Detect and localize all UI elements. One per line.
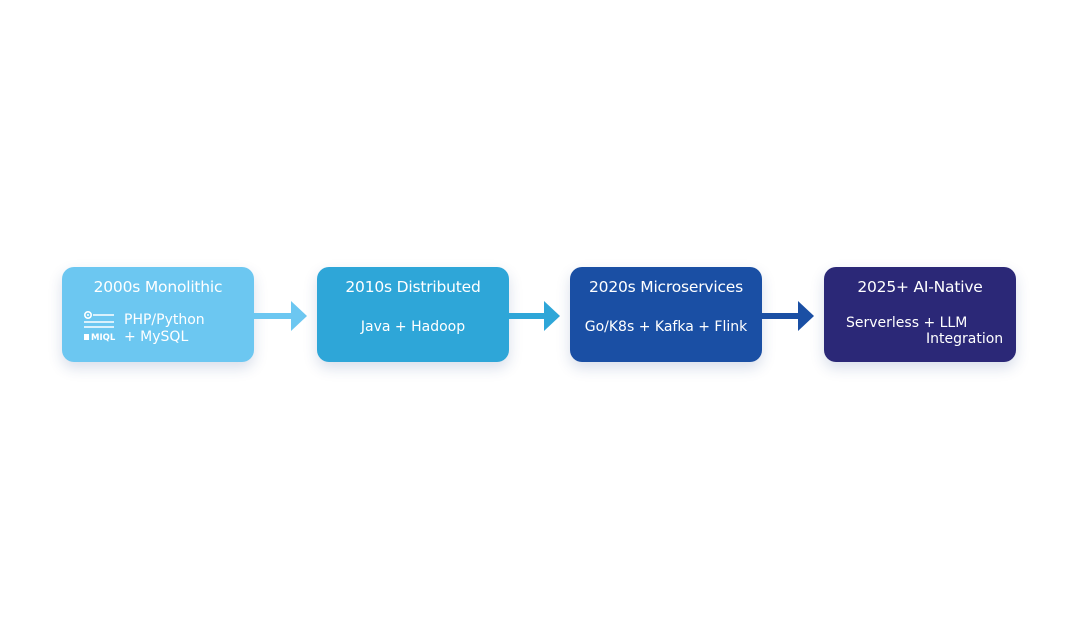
arrow-right-icon xyxy=(761,301,814,331)
arrow-right-icon xyxy=(507,301,560,331)
stage-title: 2010s Distributed xyxy=(345,278,481,296)
database-icon: MIQL xyxy=(84,311,116,343)
arrow-right-icon xyxy=(254,301,307,331)
stage-tech-line: Serverless + LLM xyxy=(846,315,968,331)
stage-tech-line: + MySQL xyxy=(124,329,189,345)
stage-2020s-microservices: 2020s Microservices Go/K8s + Kafka + Fli… xyxy=(570,267,762,362)
database-icon-label: MIQL xyxy=(91,333,116,343)
stage-title: 2000s Monolithic xyxy=(93,278,223,296)
stage-tech: Java + Hadoop xyxy=(360,319,466,335)
stage-tech-line: PHP/Python xyxy=(124,312,205,328)
stage-tech-line: Integration xyxy=(926,331,1004,347)
stage-title: 2025+ AI-Native xyxy=(857,278,983,296)
stage-2010s-distributed: 2010s Distributed Java + Hadoop xyxy=(317,267,509,362)
stage-title: 2020s Microservices xyxy=(589,278,743,296)
stage-tech: Go/K8s + Kafka + Flink xyxy=(584,319,748,335)
stage-tech: PHP/Python + MySQL xyxy=(124,312,205,346)
stage-2000s-monolithic: 2000s Monolithic MIQL PHP/Python + MySQL xyxy=(62,267,254,362)
stage-2025-ai-native: 2025+ AI-Native Serverless + LLM Integra… xyxy=(824,267,1016,362)
